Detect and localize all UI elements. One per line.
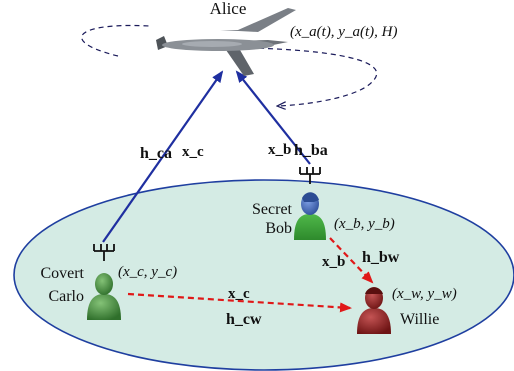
carlo-label-line2: Carlo: [48, 288, 84, 305]
bob-label-line2: Bob: [265, 220, 292, 237]
uav-label: Alice: [210, 0, 247, 18]
label-x-c-up: x_c: [182, 144, 204, 160]
antenna-icon: [93, 167, 321, 261]
link-carlo-willie: [127, 292, 352, 313]
person-icon: [294, 192, 326, 240]
bob-coord: (x_b, y_b): [334, 216, 395, 232]
label-h-ca: h_ca: [140, 145, 172, 162]
willie-coord: (x_w, y_w): [392, 286, 457, 302]
person-icon: [357, 287, 391, 334]
label-h-bw: h_bw: [362, 249, 400, 266]
carlo-label-line1: Covert: [40, 265, 84, 282]
uav-coord: (x_a(t), y_a(t), H): [290, 24, 397, 40]
person-icon: [87, 273, 121, 320]
label-x-b-up: x_b: [268, 142, 291, 158]
label-x-c-w: x_c: [228, 286, 250, 302]
uav-icon: [156, 8, 296, 76]
carlo-coord: (x_c, y_c): [118, 264, 177, 280]
link-bob-alice: [235, 70, 311, 165]
label-h-ba: h_ba: [294, 142, 328, 159]
link-carlo-alice: [102, 70, 224, 243]
label-x-b-w: x_b: [322, 254, 345, 270]
willie-label: Willie: [400, 311, 439, 328]
uav-trajectory: [81, 24, 378, 106]
label-h-cw: h_cw: [226, 311, 262, 328]
bob-label-line1: Secret: [252, 201, 293, 218]
link-bob-willie: [329, 237, 374, 284]
